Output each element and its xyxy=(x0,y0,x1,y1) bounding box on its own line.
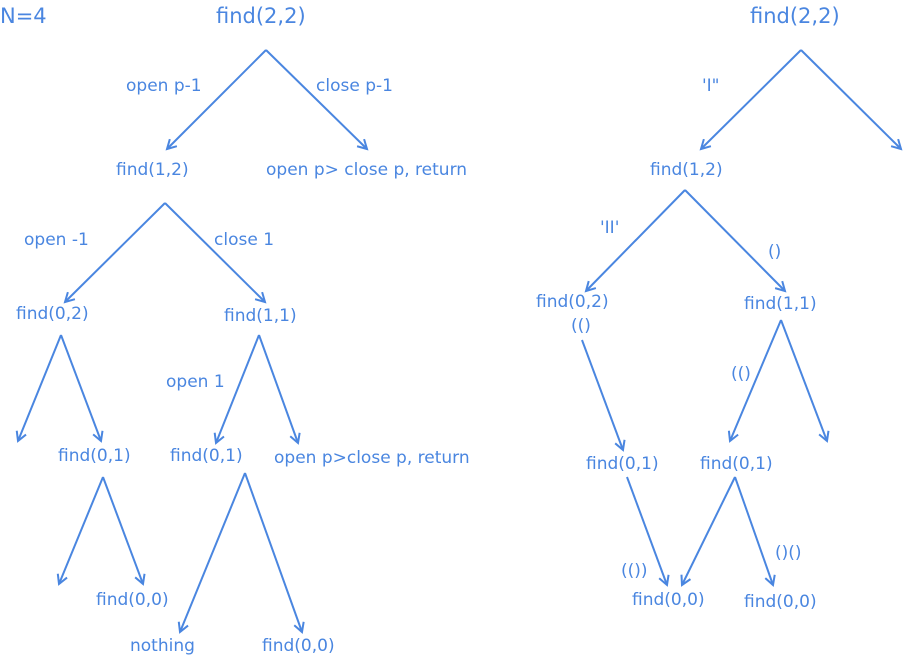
right-edge-label-find11-left: (() xyxy=(731,364,751,384)
edge-left-find12-to-find02 xyxy=(65,202,166,302)
edge-right-find12-to-find11 xyxy=(684,189,785,291)
edge-left-find11-to-return xyxy=(258,334,298,443)
edge-right-find11-to-empty xyxy=(780,319,827,441)
left-node-find-0-0-a: find(0,0) xyxy=(96,590,169,610)
left-node-return-1: open p> close p, return xyxy=(266,160,468,180)
right-node-find-0-0-b: find(0,0) xyxy=(744,592,817,612)
edge-left-find02-to-empty xyxy=(18,334,62,441)
edge-right-find11-to-find01 xyxy=(730,319,782,441)
left-node-nothing: nothing xyxy=(130,636,195,656)
edge-right-find01a-to-find00 xyxy=(626,476,667,585)
left-node-return-2: open p>close p, return xyxy=(274,448,470,468)
right-root-node: find(2,2) xyxy=(750,4,840,28)
edge-left-root-to-find12 xyxy=(167,49,267,149)
right-node-find-1-2: find(1,2) xyxy=(650,160,723,180)
edge-left-find02-to-find01 xyxy=(60,334,101,441)
edge-left-find01b-to-find00 xyxy=(244,472,302,632)
left-edge-label-close-p-1: close p-1 xyxy=(316,76,393,96)
left-node-find-1-1: find(1,1) xyxy=(224,306,297,326)
right-node-find-0-1-b: find(0,1) xyxy=(700,454,773,474)
right-node-find-0-0-a: find(0,0) xyxy=(632,590,705,610)
right-node-find-1-1: find(1,1) xyxy=(744,294,817,314)
left-edge-label-close-1: close 1 xyxy=(214,230,275,250)
left-edge-label-open-p-1: open p-1 xyxy=(126,76,202,96)
left-node-find-1-2: find(1,2) xyxy=(116,160,189,180)
n-label: N=4 xyxy=(0,4,47,28)
edge-left-find12-to-find11 xyxy=(164,202,265,302)
edge-right-find01b-to-find00a xyxy=(682,476,736,585)
edge-right-find02-to-find01 xyxy=(581,339,623,450)
left-node-find-0-0-b: find(0,0) xyxy=(262,636,335,656)
left-edge-label-open-minus-1: open -1 xyxy=(24,230,89,250)
edge-right-find01b-to-find00b xyxy=(734,476,773,585)
edge-left-root-to-return xyxy=(265,49,367,149)
edge-right-find12-to-find02 xyxy=(586,189,686,291)
left-root-node: find(2,2) xyxy=(216,4,306,28)
right-edge-label-find12-left: 'II' xyxy=(600,218,620,238)
right-node-find-0-2-string: (() xyxy=(571,316,591,336)
edge-right-root-to-find12 xyxy=(701,49,802,149)
left-node-find-0-1-b: find(0,1) xyxy=(170,446,243,466)
edge-left-find01b-to-nothing xyxy=(180,472,246,632)
left-node-find-0-2: find(0,2) xyxy=(16,304,89,324)
edge-left-find11-to-find01 xyxy=(216,334,260,443)
right-edge-label-nested: (()) xyxy=(621,561,648,581)
right-edge-label-find12-right: () xyxy=(768,242,782,262)
right-node-find-0-2: find(0,2) xyxy=(536,292,609,312)
right-edge-label-root-left: 'I" xyxy=(702,76,720,96)
right-edge-label-sequential: ()() xyxy=(775,543,802,563)
right-node-find-0-1-a: find(0,1) xyxy=(586,454,659,474)
left-edge-label-open-1: open 1 xyxy=(166,372,225,392)
edge-left-find01a-to-empty xyxy=(59,476,104,584)
edge-left-find01a-to-find00 xyxy=(102,476,143,584)
edge-right-root-to-empty xyxy=(800,49,901,149)
left-node-find-0-1-a: find(0,1) xyxy=(58,446,131,466)
